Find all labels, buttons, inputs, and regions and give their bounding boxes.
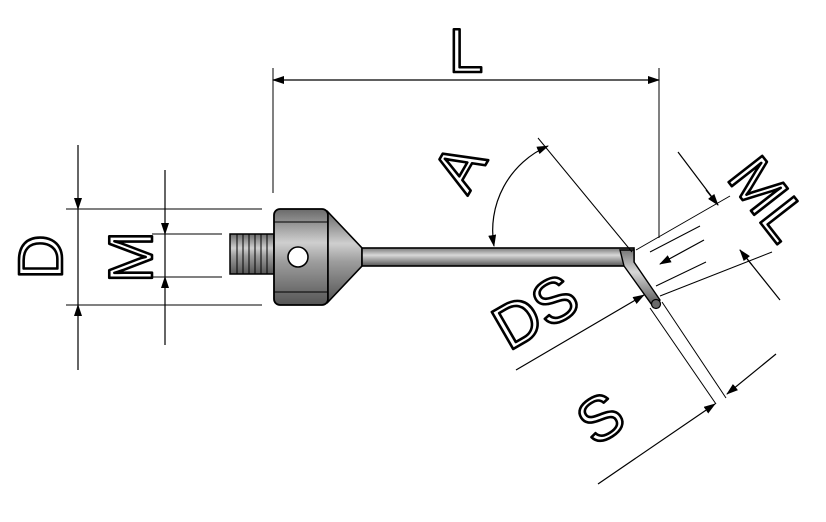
label-DS: DS [481, 261, 590, 364]
dimension-S: S [563, 301, 777, 485]
stylus-bent-tip [619, 249, 661, 306]
stylus-cylinder [273, 208, 329, 306]
label-D: D [7, 235, 76, 280]
label-S: S [565, 379, 637, 459]
dimension-A: A [419, 131, 633, 253]
stylus-body [229, 208, 662, 310]
stylus-ball [650, 298, 662, 310]
wrench-hole [287, 246, 309, 268]
dimension-ML: ML [635, 143, 823, 301]
dimension-M: M [96, 170, 222, 345]
dimension-D: D [6, 145, 262, 370]
label-ML: ML [714, 144, 821, 254]
label-A: A [420, 132, 501, 203]
stylus-cone [327, 209, 363, 305]
thread-connector [229, 233, 275, 275]
stylus-stem [361, 247, 635, 267]
dimension-L: L [272, 16, 660, 238]
label-L: L [449, 17, 483, 86]
label-M: M [97, 231, 166, 283]
